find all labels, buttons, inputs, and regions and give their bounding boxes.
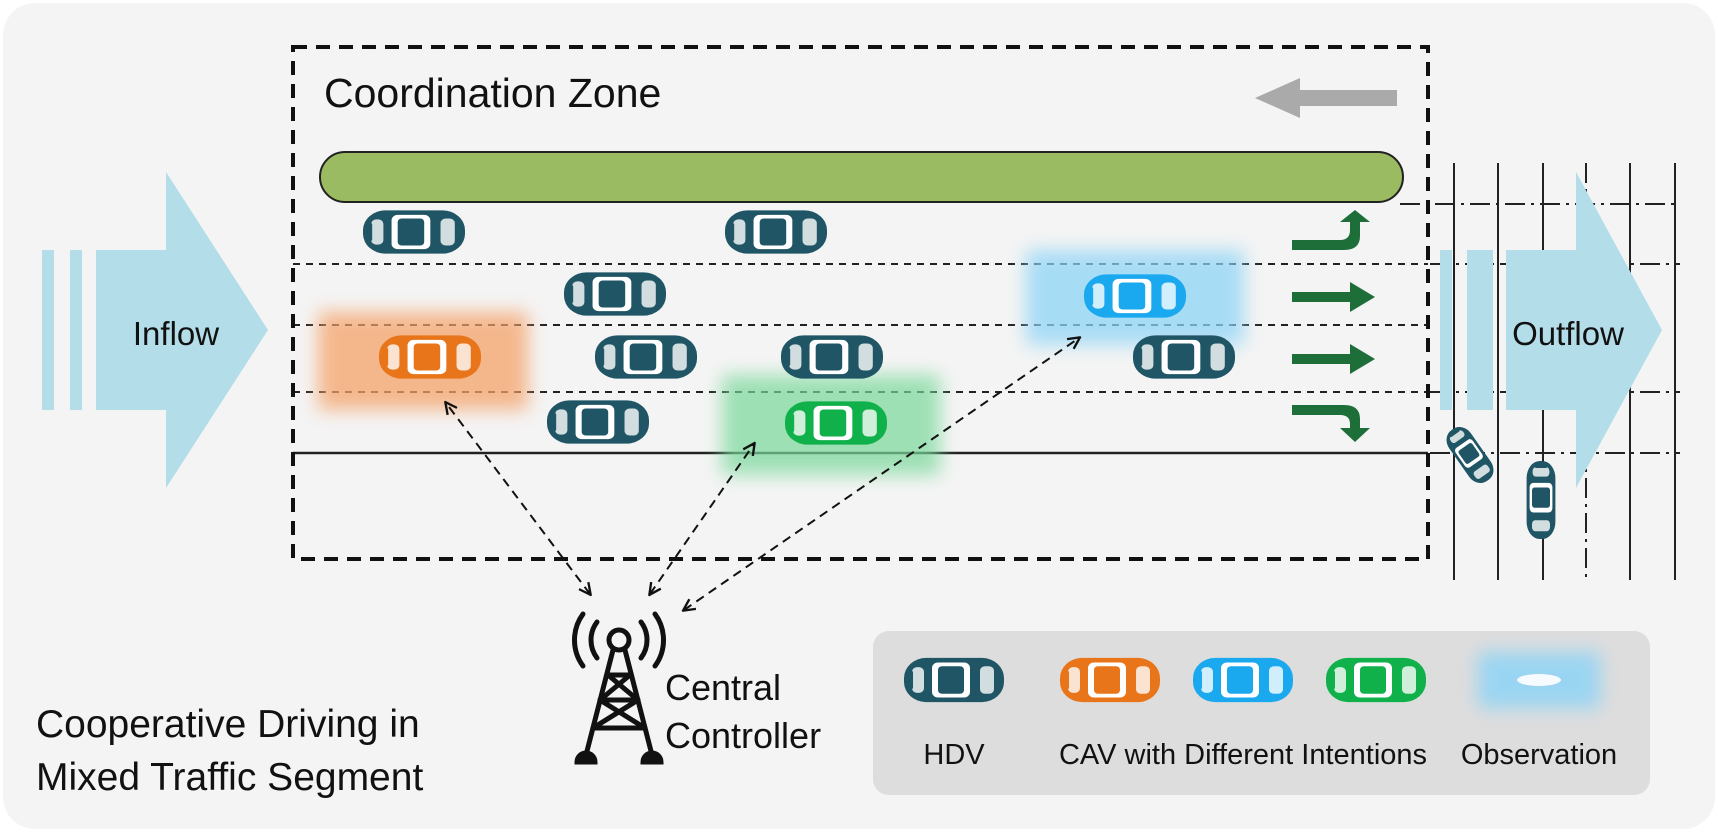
- radio-tower-icon: [572, 611, 666, 765]
- lane-direction-arrows: [1292, 210, 1375, 442]
- legend-observation-swatch: [1478, 652, 1600, 708]
- cav-orange-car: [379, 335, 481, 379]
- cav-green-car: [785, 401, 887, 445]
- turn-right-arrow-icon: [1292, 405, 1370, 442]
- legend-cav-green-car-icon: [1326, 657, 1426, 703]
- legend-observation-label: Observation: [1461, 739, 1617, 771]
- controller-label: Central Controller: [665, 667, 821, 756]
- cav-blue-car: [1084, 274, 1186, 318]
- legend-hdv-label: HDV: [923, 739, 985, 771]
- straight-arrow-icon: [1292, 344, 1375, 374]
- legend: HDV CAV with Different Intentions Observ…: [873, 631, 1650, 795]
- straight-arrow-icon: [1292, 282, 1375, 312]
- turn-left-arrow-icon: [1292, 210, 1370, 250]
- legend-hdv-car-icon: [904, 657, 1004, 703]
- legend-cav-blue-car-icon: [1193, 657, 1293, 703]
- outflow-label: Outflow: [1512, 315, 1624, 352]
- road-median: [319, 151, 1404, 203]
- communication-links: [446, 338, 1079, 610]
- caption: Cooperative Driving in Mixed Traffic Seg…: [36, 703, 431, 799]
- inflow-label: Inflow: [133, 315, 219, 352]
- legend-cav-orange-car-icon: [1060, 657, 1160, 703]
- coordination-zone-title: Coordination Zone: [324, 70, 661, 116]
- opposite-direction-arrow: [1255, 78, 1397, 118]
- outflow-arrow: [1440, 172, 1662, 488]
- inflow-arrow: [42, 172, 268, 488]
- legend-cav-label: CAV with Different Intentions: [1059, 739, 1427, 771]
